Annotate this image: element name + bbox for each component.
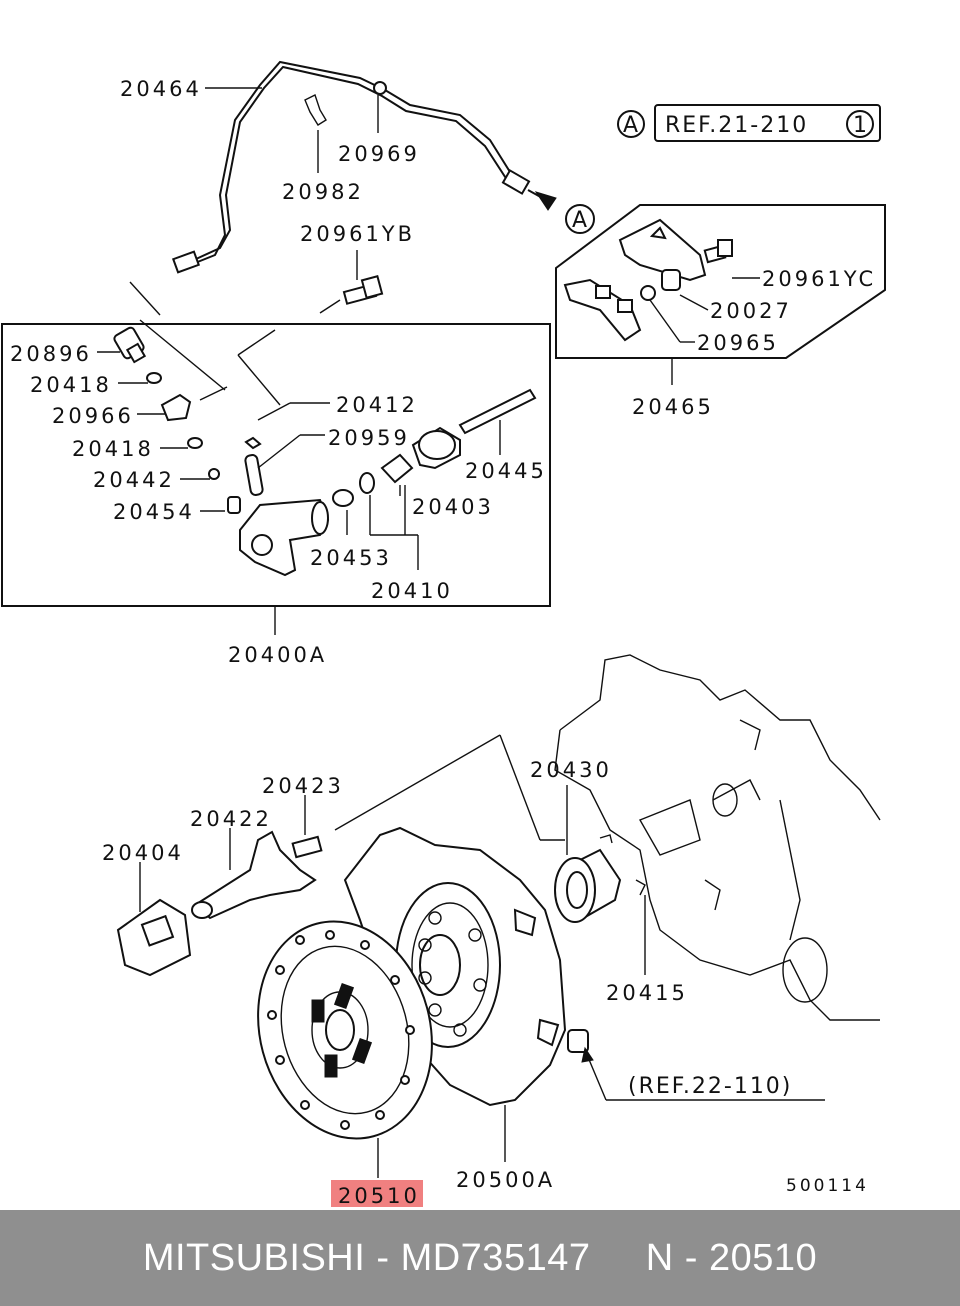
label-20465: 20465 (632, 395, 714, 419)
label-20418-a: 20418 (30, 373, 112, 397)
ref-a-letter-top: A (623, 113, 640, 138)
ref-a-letter-arrow: A (572, 208, 589, 233)
release-bearing (554, 848, 622, 923)
label-20454: 20454 (113, 500, 195, 524)
clip-20415-b (635, 879, 646, 896)
label-20965: 20965 (697, 331, 779, 355)
bracket-inset (555, 204, 886, 359)
label-20982: 20982 (282, 180, 364, 204)
footer-part-number: MITSUBISHI - MD735147 N - 20510 (142, 1236, 818, 1279)
label-20966: 20966 (52, 404, 134, 428)
footer-bar: MITSUBISHI - MD735147 N - 20510 (0, 1210, 960, 1306)
label-20400a: 20400A (228, 643, 327, 667)
label-20896: 20896 (10, 342, 92, 366)
bolt-20961yb (342, 275, 384, 305)
label-20403: 20403 (412, 495, 494, 519)
ref-bottom-text: (REF.22-110) (628, 1074, 792, 1099)
ref-top-text: REF.21-210 (665, 113, 808, 138)
label-20969: 20969 (338, 142, 420, 166)
clutch-pipe (171, 60, 557, 274)
label-20430: 20430 (530, 758, 612, 782)
label-20404: 20404 (102, 841, 184, 865)
diagram-code: 500114 (786, 1176, 869, 1196)
label-20961yb: 20961YB (300, 222, 415, 246)
ref-top-circle (846, 110, 874, 138)
ref-top-box (654, 104, 881, 142)
highlight-box (331, 1180, 423, 1207)
label-20961yc: 20961YC (762, 267, 876, 291)
ref-a-circle-top (617, 110, 645, 138)
label-20415: 20415 (606, 981, 688, 1005)
label-20423: 20423 (262, 774, 344, 798)
clutch-disc (257, 920, 433, 1140)
release-fork (191, 830, 323, 920)
label-20453: 20453 (310, 546, 392, 570)
label-20027: 20027 (710, 299, 792, 323)
label-20418-b: 20418 (72, 437, 154, 461)
clutch-cylinder-parts (113, 326, 537, 577)
label-20500a: 20500A (456, 1168, 555, 1192)
parts-diagram: 20464 20969 20982 20961YB A REF.21-210 1… (1, 60, 886, 1208)
clip-20415 (599, 834, 613, 844)
clutch-cylinder-box (1, 323, 551, 607)
dowel-pin (567, 1029, 589, 1053)
label-20410: 20410 (371, 579, 453, 603)
transmission-housing (554, 654, 881, 1021)
label-20510: 20510 (338, 1184, 420, 1208)
label-20464: 20464 (120, 77, 202, 101)
clip-20982 (304, 94, 327, 126)
fork-boot-20404 (116, 898, 192, 977)
ref-top-circle-num: 1 (853, 113, 869, 138)
ref-a-circle-arrow (565, 204, 595, 234)
label-20442: 20442 (93, 468, 175, 492)
label-20412: 20412 (336, 393, 418, 417)
label-20422: 20422 (190, 807, 272, 831)
label-20445: 20445 (465, 459, 547, 483)
label-20959: 20959 (328, 426, 410, 450)
